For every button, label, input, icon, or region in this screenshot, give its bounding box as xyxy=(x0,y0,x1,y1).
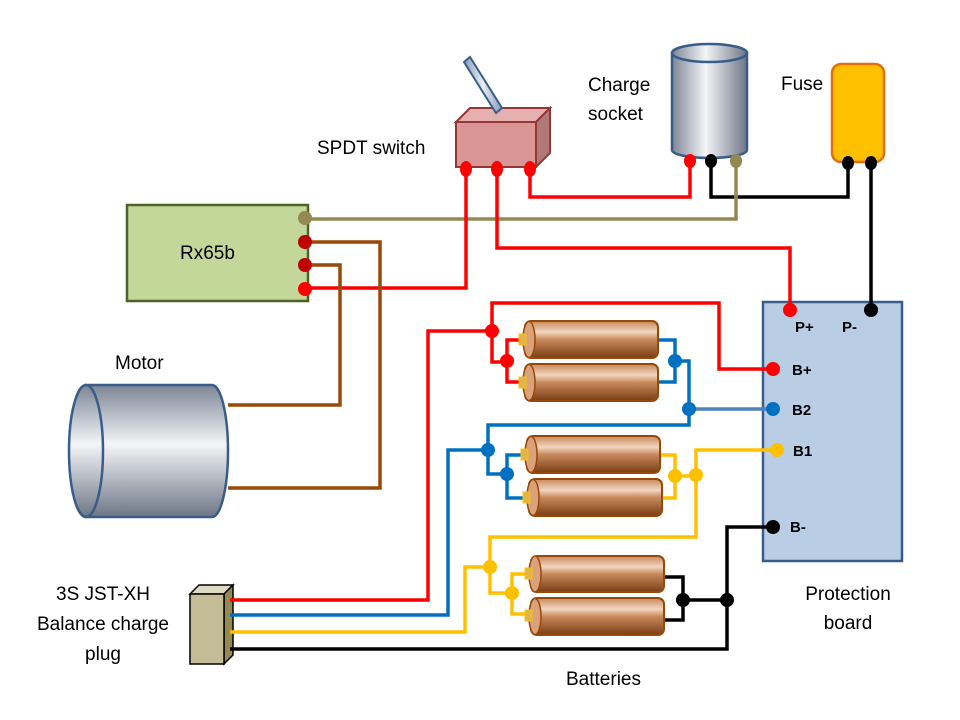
wire-switch-to-charge-socket xyxy=(528,160,692,199)
receiver-label: Rx65b xyxy=(180,243,235,264)
wire-switch-to-receiver xyxy=(305,170,468,290)
charge-socket-label-2: socket xyxy=(588,104,644,125)
battery xyxy=(518,363,659,402)
protection-board xyxy=(761,300,904,563)
motor-label: Motor xyxy=(115,353,164,374)
wire-motor-a xyxy=(228,240,382,490)
battery xyxy=(522,478,663,517)
wire-b1 xyxy=(675,448,777,478)
batteries-label: Batteries xyxy=(566,669,641,690)
receiver-box xyxy=(125,203,310,303)
fuse xyxy=(830,62,886,164)
motor xyxy=(67,383,230,519)
plug-label-2: Balance charge xyxy=(37,614,169,635)
wire-b-minus xyxy=(683,525,773,602)
pin-label-p-minus: P- xyxy=(842,319,857,336)
battery xyxy=(520,435,661,474)
battery xyxy=(518,320,659,359)
pin-label-b-minus: B- xyxy=(790,519,806,536)
wire-switch-to-p-plus xyxy=(495,170,792,310)
protection-board-label-2: board xyxy=(824,613,873,634)
wire-plug-yellow xyxy=(230,565,490,634)
switch-label: SPDT switch xyxy=(317,138,425,159)
pin-label-b1: B1 xyxy=(793,443,812,460)
charge-socket xyxy=(670,42,749,160)
pin-label-p-plus: P+ xyxy=(795,319,814,336)
wire-socket-to-receiver xyxy=(305,160,738,221)
wire-plug-red xyxy=(230,329,492,602)
battery xyxy=(524,597,665,636)
wire-b-plus xyxy=(490,301,773,371)
pin-label-b2: B2 xyxy=(792,402,811,419)
balance-plug xyxy=(188,583,235,666)
battery-pack xyxy=(518,320,665,636)
plug-label-3: plug xyxy=(85,644,121,665)
plug-label-1: 3S JST-XH xyxy=(56,584,150,605)
wire-socket-to-fuse xyxy=(709,160,850,199)
fuse-label: Fuse xyxy=(781,74,823,95)
battery xyxy=(524,555,665,593)
pin-label-b-plus: B+ xyxy=(792,362,812,379)
protection-board-label-1: Protection xyxy=(805,584,891,605)
wires xyxy=(228,160,873,651)
spdt-switch[interactable] xyxy=(453,55,553,170)
wire-motor-b xyxy=(228,263,342,407)
switch-lever[interactable] xyxy=(462,55,504,115)
terminals xyxy=(298,154,878,607)
wire-plug-black xyxy=(230,600,729,651)
charge-socket-label-1: Charge xyxy=(588,75,650,96)
wire-plug-blue xyxy=(230,448,488,617)
